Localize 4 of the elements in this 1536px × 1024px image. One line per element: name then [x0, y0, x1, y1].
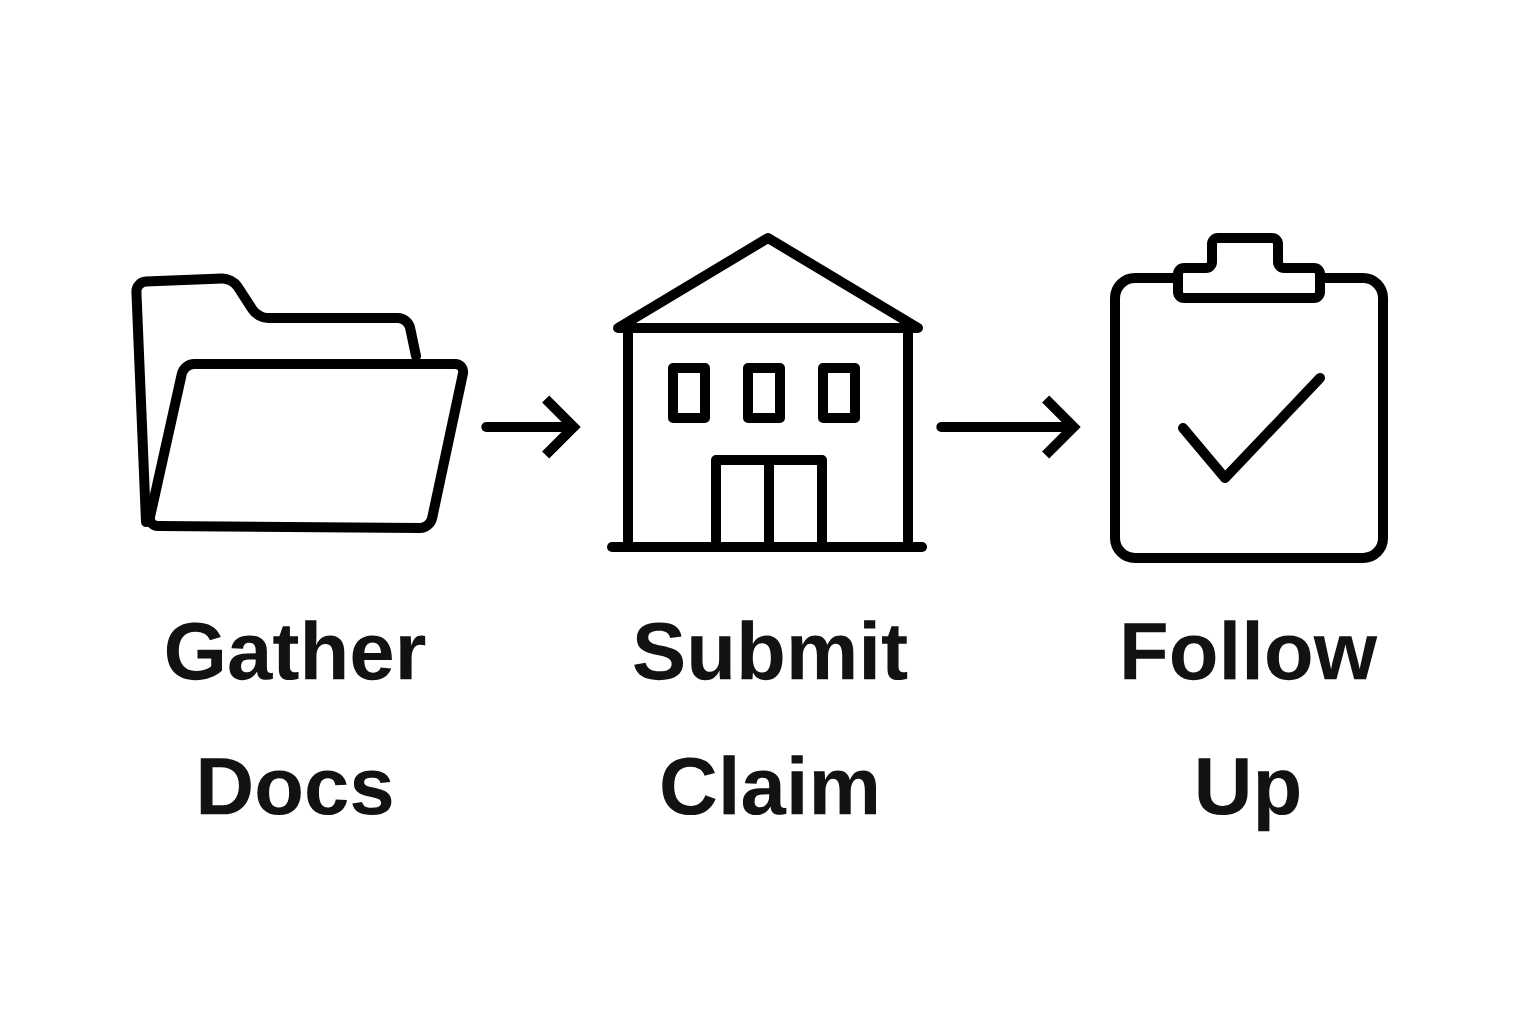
step-label: Submit Claim	[634, 620, 908, 816]
arrow	[936, 395, 1081, 459]
step-label: Follow Up	[1124, 620, 1378, 832]
step-label: Gather Docs	[166, 620, 426, 816]
